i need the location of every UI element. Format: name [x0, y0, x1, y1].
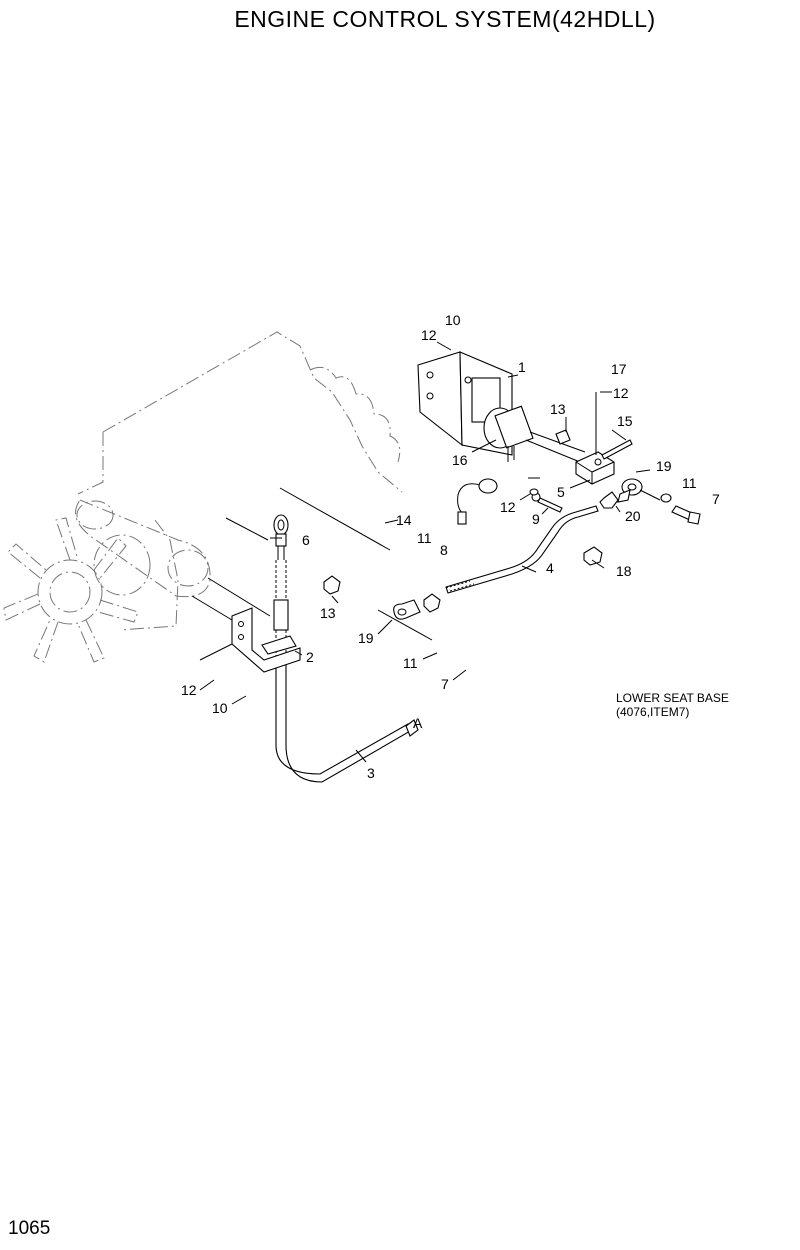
callout-8: 8	[440, 542, 448, 558]
rod-end-part-19-upper	[617, 478, 643, 503]
callout-1: 1	[518, 359, 526, 375]
callout-13-lower: 13	[320, 605, 336, 621]
note-item-reference: (4076,ITEM7)	[616, 705, 689, 719]
callout-12-top: 12	[421, 327, 437, 343]
nut-part-18	[583, 546, 603, 566]
callout-5: 5	[557, 484, 565, 500]
callout-13-top: 13	[550, 401, 566, 417]
nut-part-13-lower	[323, 575, 341, 595]
note-lower-seat-base: LOWER SEAT BASE	[616, 691, 729, 705]
callout-6: 6	[302, 532, 310, 548]
washer-part-12	[529, 488, 539, 496]
pin-part-15	[601, 439, 633, 460]
callout-labels: 10 12 1 17 12 13 15 16 19 11 5 7 12 20 9…	[181, 312, 729, 781]
bolt-part-7-upper	[671, 505, 701, 525]
nut-part-13-upper	[555, 429, 571, 445]
callout-11-mid: 11	[417, 530, 432, 546]
callout-19-top: 19	[656, 458, 672, 474]
bracket-part-1	[417, 351, 513, 456]
engine-phantom-outline	[3, 331, 403, 663]
callout-10-top: 10	[445, 312, 461, 328]
callout-17: 17	[611, 361, 627, 377]
lever-block-part-5	[575, 392, 615, 485]
callout-3: 3	[367, 765, 375, 781]
callout-12-lower: 12	[181, 682, 197, 698]
callout-2: 2	[306, 649, 314, 665]
callout-10-lower: 10	[212, 700, 228, 716]
callout-12-right: 12	[613, 385, 629, 401]
callout-16: 16	[452, 452, 468, 468]
bracket-part-2	[231, 607, 301, 673]
callout-11-top: 11	[682, 475, 697, 491]
page-number: 1065	[8, 1218, 51, 1239]
callout-14: 14	[396, 512, 412, 528]
throttle-cable-part-3	[273, 560, 419, 783]
callout-20: 20	[625, 508, 641, 524]
callout-12-mid: 12	[500, 499, 516, 515]
clevis-part-6	[273, 514, 289, 560]
callout-11-lower: 11	[403, 655, 418, 671]
callout-19-lower: 19	[358, 630, 374, 646]
callout-18: 18	[616, 563, 632, 579]
callout-9: 9	[532, 511, 540, 527]
callout-4: 4	[546, 560, 554, 576]
leader-lines	[191, 341, 661, 763]
rod-end-part-19-lower	[393, 599, 421, 620]
washer-part-11-upper	[660, 493, 672, 503]
cable-switch-part-16	[483, 405, 586, 463]
callout-7-lower: 7	[441, 676, 449, 692]
control-rod-part-4	[445, 505, 599, 594]
connector-harness	[457, 478, 498, 525]
callout-7-top: 7	[712, 491, 720, 507]
page-title: ENGINE CONTROL SYSTEM(42HDLL)	[234, 6, 656, 32]
callout-A: A	[413, 715, 423, 731]
callout-15: 15	[617, 413, 633, 429]
nut-part-20	[599, 491, 619, 509]
nut-on-rod	[423, 593, 441, 613]
